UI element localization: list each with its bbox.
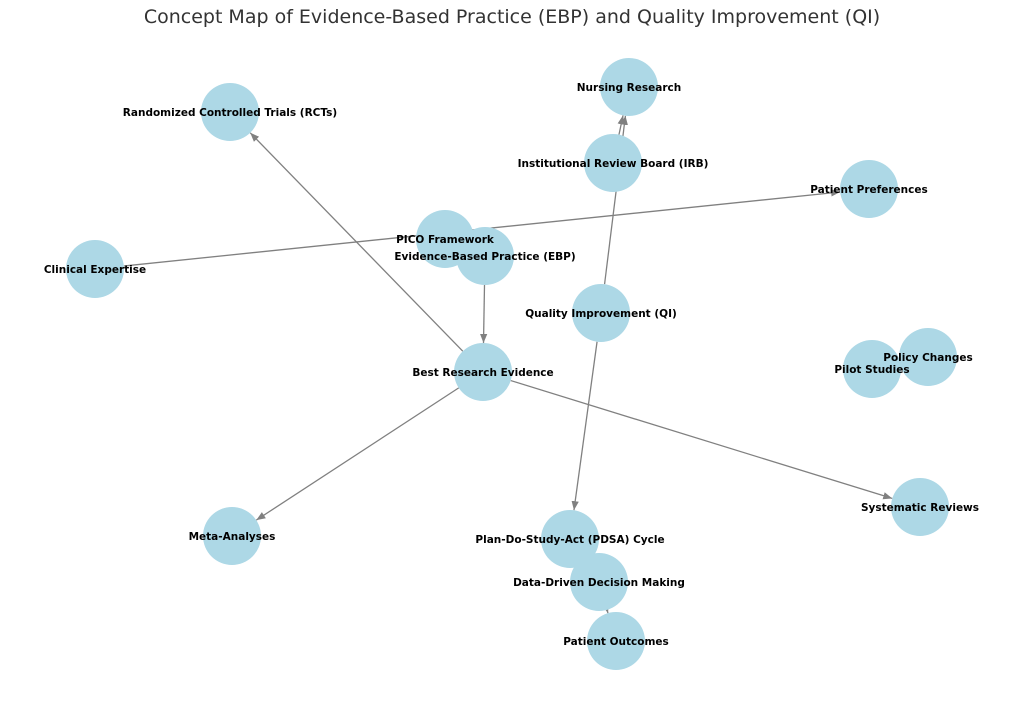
node-sys	[891, 478, 949, 536]
node-label-nursing: Nursing Research	[577, 82, 681, 94]
node-label-policy: Policy Changes	[883, 352, 972, 364]
node-nursing	[600, 58, 658, 116]
edge-bre-to-meta	[255, 387, 460, 521]
node-label-bre: Best Research Evidence	[412, 367, 553, 379]
node-rct	[201, 83, 259, 141]
edge-ddm-to-outcomes	[601, 603, 609, 614]
nodes-layer	[66, 58, 957, 670]
node-clin	[66, 240, 124, 298]
node-label-ddm: Data-Driven Decision Making	[513, 577, 685, 589]
node-meta	[203, 507, 261, 565]
node-label-ebp: Evidence-Based Practice (EBP)	[394, 251, 575, 263]
node-pdsa	[541, 510, 599, 568]
node-pref	[840, 160, 898, 218]
edge-bre-to-rct	[249, 132, 464, 352]
node-label-pilot: Pilot Studies	[834, 364, 909, 376]
node-ebp	[456, 227, 514, 285]
node-label-irb: Institutional Review Board (IRB)	[518, 158, 709, 170]
edge-bre-to-sys	[510, 379, 893, 500]
edge-irb-to-nursing	[617, 115, 625, 135]
labels-layer: Randomized Controlled Trials (RCTs) Nursi…	[44, 82, 979, 648]
node-label-outcomes: Patient Outcomes	[563, 636, 669, 648]
node-label-clin: Clinical Expertise	[44, 264, 146, 276]
node-label-rct: Randomized Controlled Trials (RCTs)	[123, 107, 337, 119]
diagram-title: Concept Map of Evidence-Based Practice (…	[144, 6, 880, 28]
node-label-pdsa: Plan-Do-Study-Act (PDSA) Cycle	[475, 534, 664, 546]
edge-qi-to-pdsa	[571, 341, 598, 511]
node-policy	[899, 328, 957, 386]
node-label-qi: Quality Improvement (QI)	[525, 308, 677, 320]
node-label-meta: Meta-Analyses	[189, 531, 276, 543]
node-label-pref: Patient Preferences	[810, 184, 927, 196]
node-label-sys: Systematic Reviews	[861, 502, 979, 514]
node-ddm	[570, 553, 628, 611]
node-pilot	[843, 340, 901, 398]
node-outcomes	[587, 612, 645, 670]
node-irb	[584, 134, 642, 192]
node-label-pico: PICO Framework	[396, 234, 495, 246]
node-bre	[454, 343, 512, 401]
edge-ebp-to-bre	[480, 284, 488, 344]
node-qi	[572, 284, 630, 342]
